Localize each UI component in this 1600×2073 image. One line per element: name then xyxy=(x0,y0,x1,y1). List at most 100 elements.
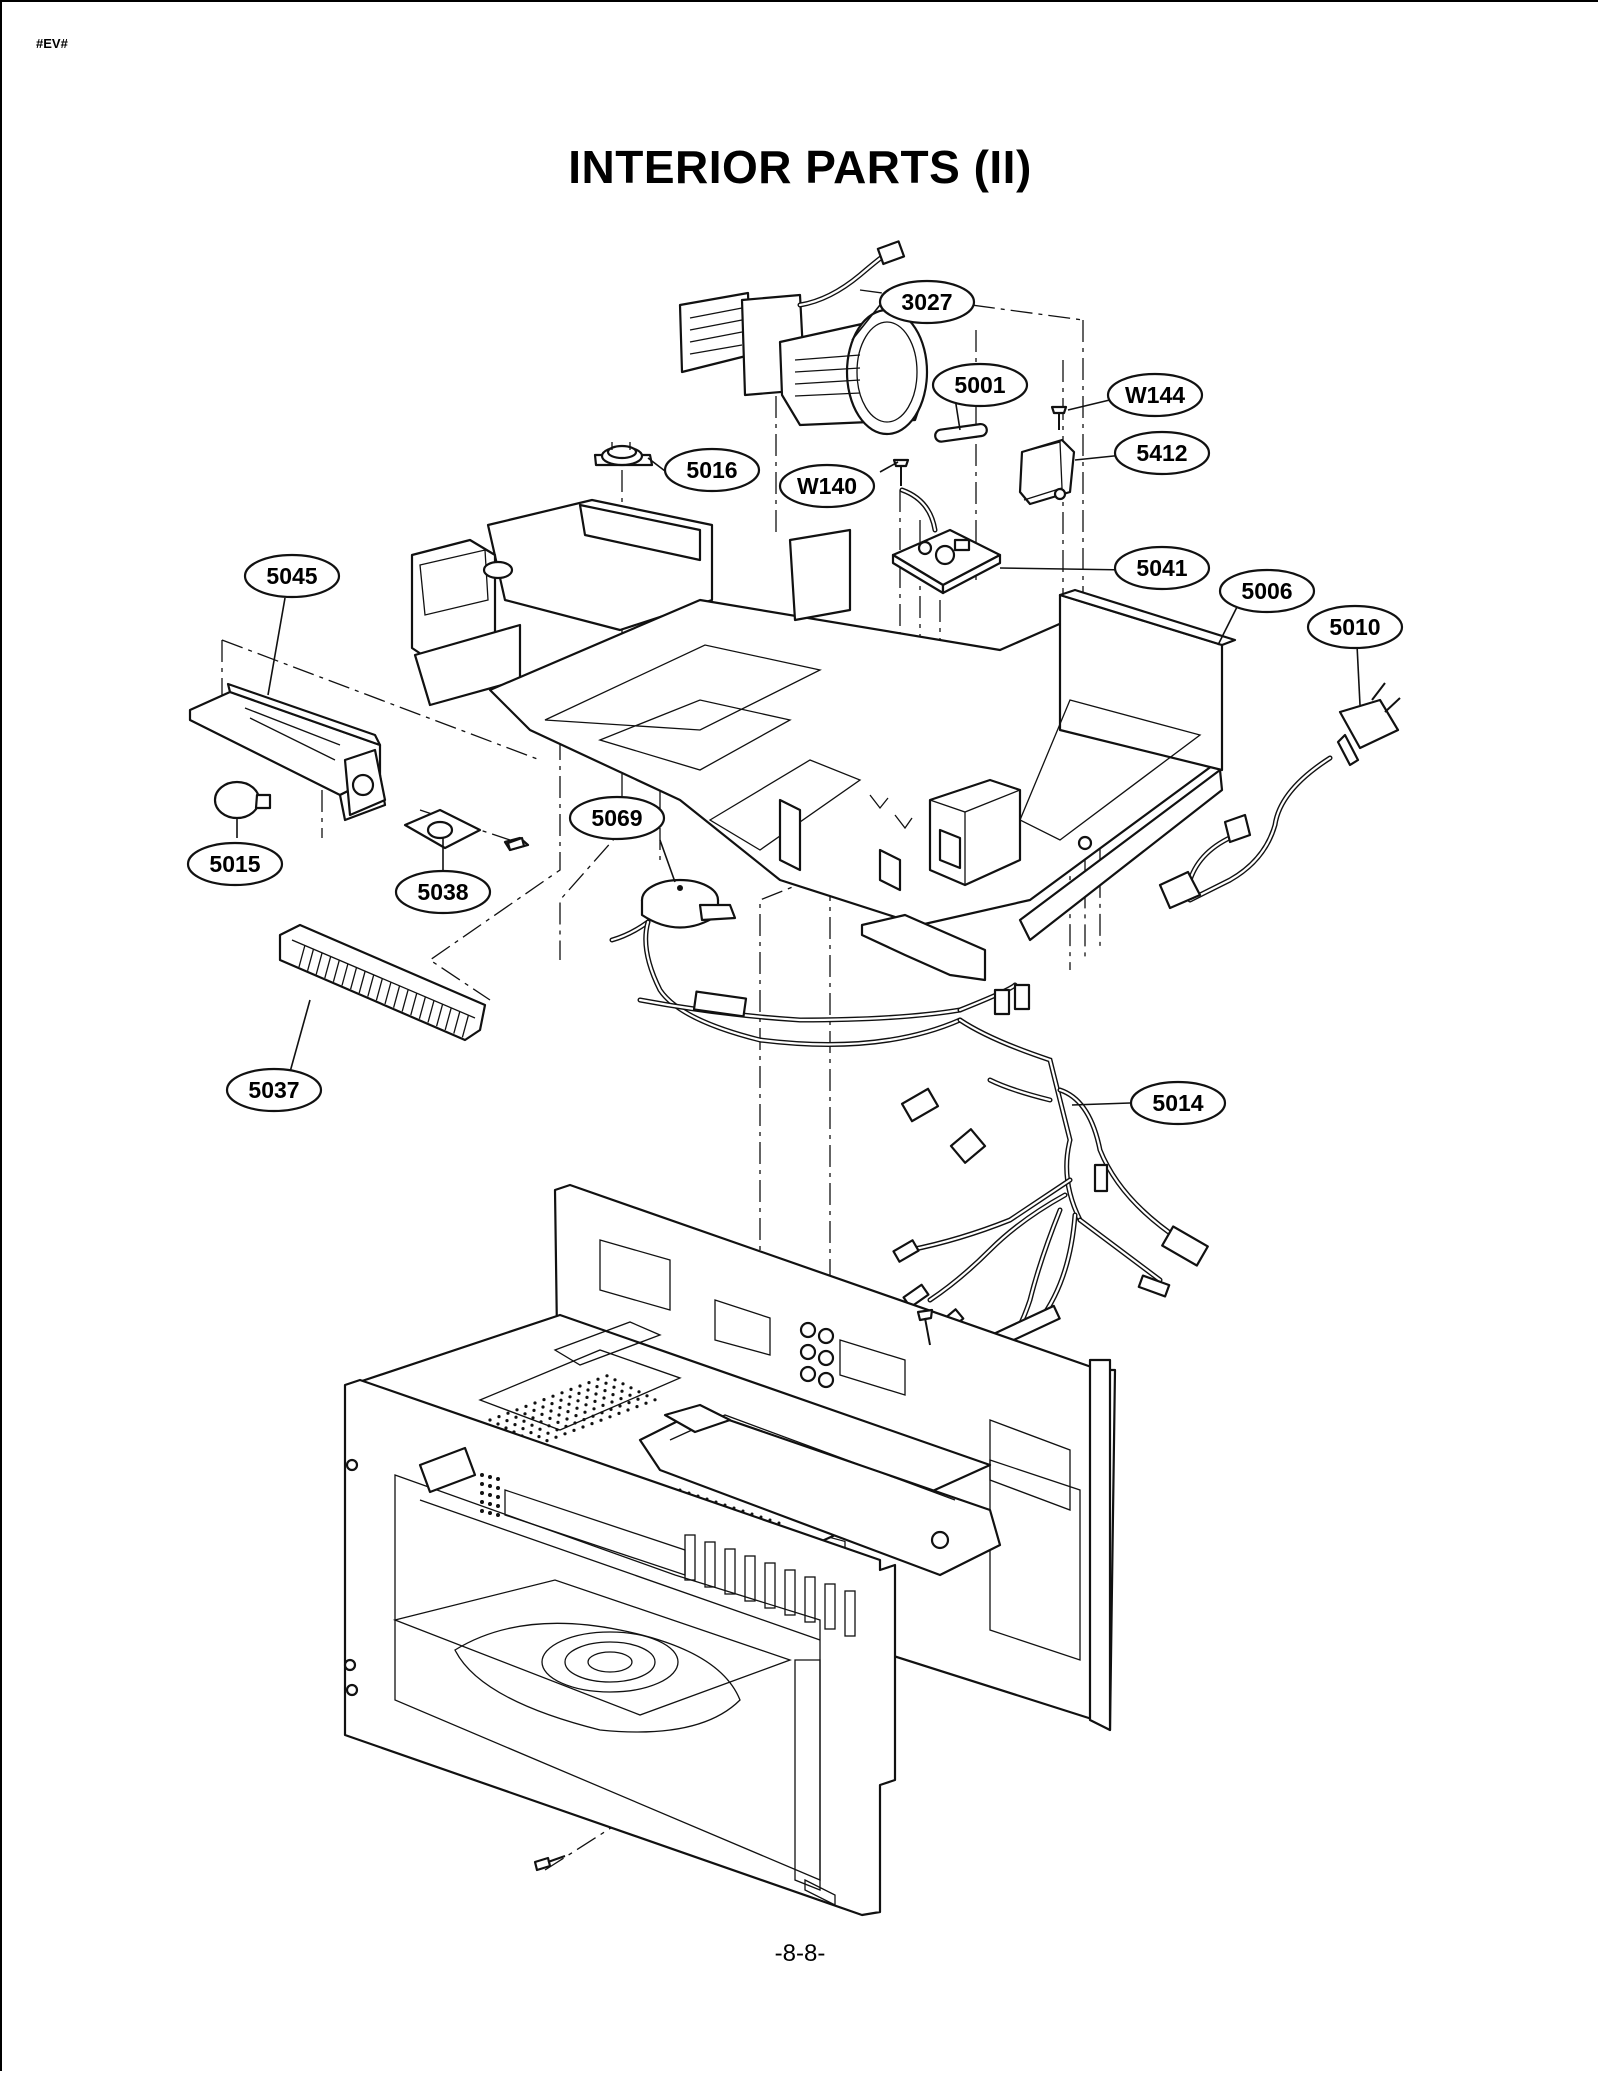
vent-hole xyxy=(592,1407,596,1411)
callout-5016: 5016 xyxy=(663,447,761,493)
keypad-dot xyxy=(488,1484,492,1488)
thermostat-5016 xyxy=(593,442,654,467)
front-slot xyxy=(824,1583,836,1630)
vent-hole xyxy=(575,1406,579,1410)
callout-5001-label: 5001 xyxy=(954,372,1005,398)
grille-slat xyxy=(401,989,409,1012)
callout-5015-label: 5015 xyxy=(209,851,260,877)
vent-hole xyxy=(558,1406,562,1410)
noise-filter-5041 xyxy=(891,487,1002,595)
vent-hole xyxy=(541,1405,545,1409)
grille-slat xyxy=(324,955,332,979)
vent-hole xyxy=(635,1405,639,1409)
vent-hole xyxy=(604,1381,608,1385)
vent-hole xyxy=(547,1424,551,1428)
vent-hole xyxy=(583,1410,587,1414)
vent-hole xyxy=(585,1395,589,1399)
callout-5412-label: 5412 xyxy=(1136,440,1187,466)
keypad-dot xyxy=(480,1482,484,1486)
callout-5014: 5014 xyxy=(1129,1080,1227,1126)
grille-slat xyxy=(298,944,306,968)
vent-hole xyxy=(587,1381,591,1385)
screw-cavity-bottom xyxy=(533,1855,566,1872)
wire-harness-5014 xyxy=(637,919,1209,1350)
vent-hole xyxy=(537,1435,541,1439)
vent-hole xyxy=(514,1415,518,1419)
document-code: #EV# xyxy=(36,36,68,51)
vent-hole xyxy=(629,1386,633,1390)
keypad-dot xyxy=(496,1513,500,1517)
callout-5016-label: 5016 xyxy=(686,457,737,483)
grille-slat xyxy=(435,1004,444,1027)
callout-5001: 5001 xyxy=(931,362,1029,408)
vent-hole xyxy=(563,1432,567,1436)
power-cord-5010 xyxy=(1158,682,1401,910)
vent-hole xyxy=(569,1387,573,1391)
front-slot xyxy=(804,1576,816,1623)
vent-hole xyxy=(637,1390,641,1394)
vent-hole xyxy=(572,1428,576,1432)
grille-5037 xyxy=(278,923,487,1042)
vent-hole xyxy=(538,1427,542,1431)
grille-slat xyxy=(375,978,384,1001)
vent-hole xyxy=(540,1412,544,1416)
keypad-dot xyxy=(488,1511,492,1515)
callout-5010-label: 5010 xyxy=(1329,614,1380,640)
grille-slat xyxy=(367,974,375,997)
vent-hole xyxy=(554,1435,558,1439)
vent-hole xyxy=(496,1422,500,1426)
callout-5038-label: 5038 xyxy=(417,879,468,905)
vent-hole xyxy=(567,1402,571,1406)
vent-hole xyxy=(550,1402,554,1406)
vent-hole xyxy=(645,1394,649,1398)
vent-hole xyxy=(605,1374,609,1378)
grille-slat xyxy=(461,1015,470,1038)
vent-hole xyxy=(596,1377,600,1381)
grille-slat xyxy=(341,963,349,986)
vent-hole xyxy=(515,1408,519,1412)
vent-hole xyxy=(533,1401,537,1405)
vent-hole xyxy=(611,1393,615,1397)
keypad-dot xyxy=(488,1502,492,1506)
vent-hole xyxy=(609,1407,613,1411)
vent-hole xyxy=(584,1403,588,1407)
grille-slat xyxy=(392,985,401,1008)
keypad-dot xyxy=(480,1509,484,1513)
vent-hole xyxy=(603,1389,607,1393)
vent-hole xyxy=(522,1419,526,1423)
vent-hole xyxy=(599,1418,603,1422)
vent-hole xyxy=(549,1409,553,1413)
page-title: INTERIOR PARTS (II) xyxy=(568,141,1032,193)
callout-5041: 5041 xyxy=(1113,545,1211,591)
fan-motor-3027 xyxy=(678,240,929,436)
vent-hole xyxy=(601,1403,605,1407)
lamp-bulb-5015 xyxy=(213,780,272,820)
grille-slat xyxy=(453,1011,461,1034)
vent-hole xyxy=(565,1417,569,1421)
grille-slat xyxy=(358,970,366,994)
vent-hole xyxy=(608,1415,612,1419)
grille-slat xyxy=(332,959,341,982)
vent-hole xyxy=(612,1385,616,1389)
keypad-dot xyxy=(480,1491,484,1495)
front-slot xyxy=(744,1555,756,1602)
vent-hole xyxy=(551,1394,555,1398)
vent-hole xyxy=(602,1396,606,1400)
vent-hole xyxy=(644,1401,648,1405)
vent-hole xyxy=(613,1378,617,1382)
vent-hole xyxy=(628,1393,632,1397)
vent-hole xyxy=(542,1398,546,1402)
vent-hole xyxy=(595,1385,599,1389)
front-slot xyxy=(844,1590,856,1637)
vent-hole xyxy=(574,1414,578,1418)
vent-hole xyxy=(556,1420,560,1424)
vent-hole xyxy=(524,1404,528,1408)
vent-hole xyxy=(564,1424,568,1428)
vent-hole xyxy=(573,1421,577,1425)
callout-5038: 5038 xyxy=(394,869,492,915)
screw-cavity-top xyxy=(916,1308,934,1346)
front-slot xyxy=(784,1569,796,1616)
screw-lamp-holder xyxy=(506,836,526,852)
vent-hole xyxy=(591,1414,595,1418)
